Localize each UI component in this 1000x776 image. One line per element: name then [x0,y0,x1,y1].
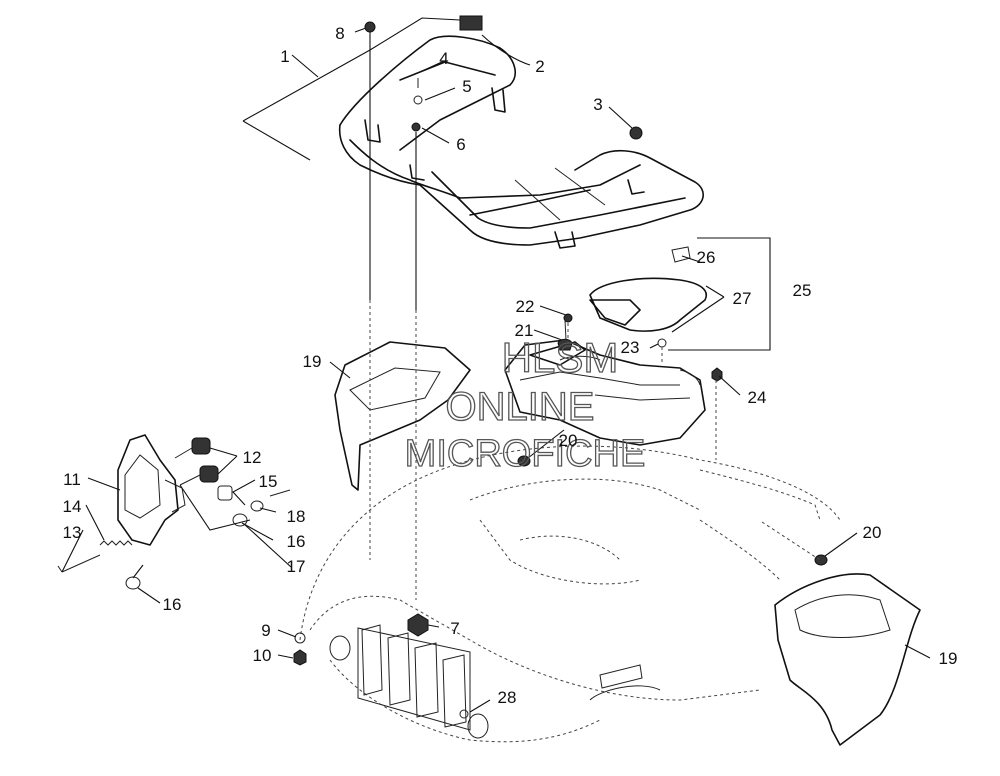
watermark-line1: HLSM [502,334,619,381]
watermark-line2: ONLINE [446,385,595,429]
grille [357,624,471,731]
callout-28: 28 [498,688,517,707]
callout-16-upper: 16 [287,532,306,551]
callout-25: 25 [793,281,812,300]
side-panel-right [774,573,921,746]
callout-22: 22 [516,297,535,316]
callout-4: 4 [439,49,448,68]
callout-8: 8 [335,24,344,43]
callout-6: 6 [456,135,465,154]
callout-5: 5 [462,77,471,96]
callout-20-upper: 20 [559,431,578,450]
callout-7: 7 [450,619,459,638]
callout-24: 24 [748,388,767,407]
callout-19-left: 19 [303,352,322,371]
callout-14: 14 [63,497,82,516]
leader-lines [61,17,931,713]
callout-12: 12 [243,448,262,467]
callout-17: 17 [287,557,306,576]
callout-2: 2 [535,57,544,76]
callout-18: 18 [287,507,306,526]
callout-19-right: 19 [939,649,958,668]
callout-3: 3 [593,95,602,114]
watermark: HLSM ONLINE MICROFICHE [404,333,646,475]
callout-16-lower: 16 [163,595,182,614]
callout-27: 27 [733,289,752,308]
callout-10: 10 [253,646,272,665]
side-panel-left [334,341,471,491]
callout-20-lower: 20 [863,523,882,542]
callout-26: 26 [697,248,716,267]
callout-23: 23 [621,338,640,357]
front-fender-body [299,445,841,743]
callout-labels: 1 2 3 4 5 6 7 8 9 10 11 12 13 14 15 16 1… [63,24,958,707]
callout-21: 21 [515,321,534,340]
callout-13: 13 [63,523,82,542]
callout-15: 15 [259,472,278,491]
headlight-assembly [57,434,291,590]
front-rack [338,35,704,249]
storage-lid [589,246,707,332]
bulbs [174,437,219,486]
watermark-line3: MICROFICHE [405,433,646,475]
fasteners [293,15,828,719]
callout-11: 11 [63,470,81,489]
callout-1: 1 [280,47,289,66]
callout-9: 9 [261,621,270,640]
